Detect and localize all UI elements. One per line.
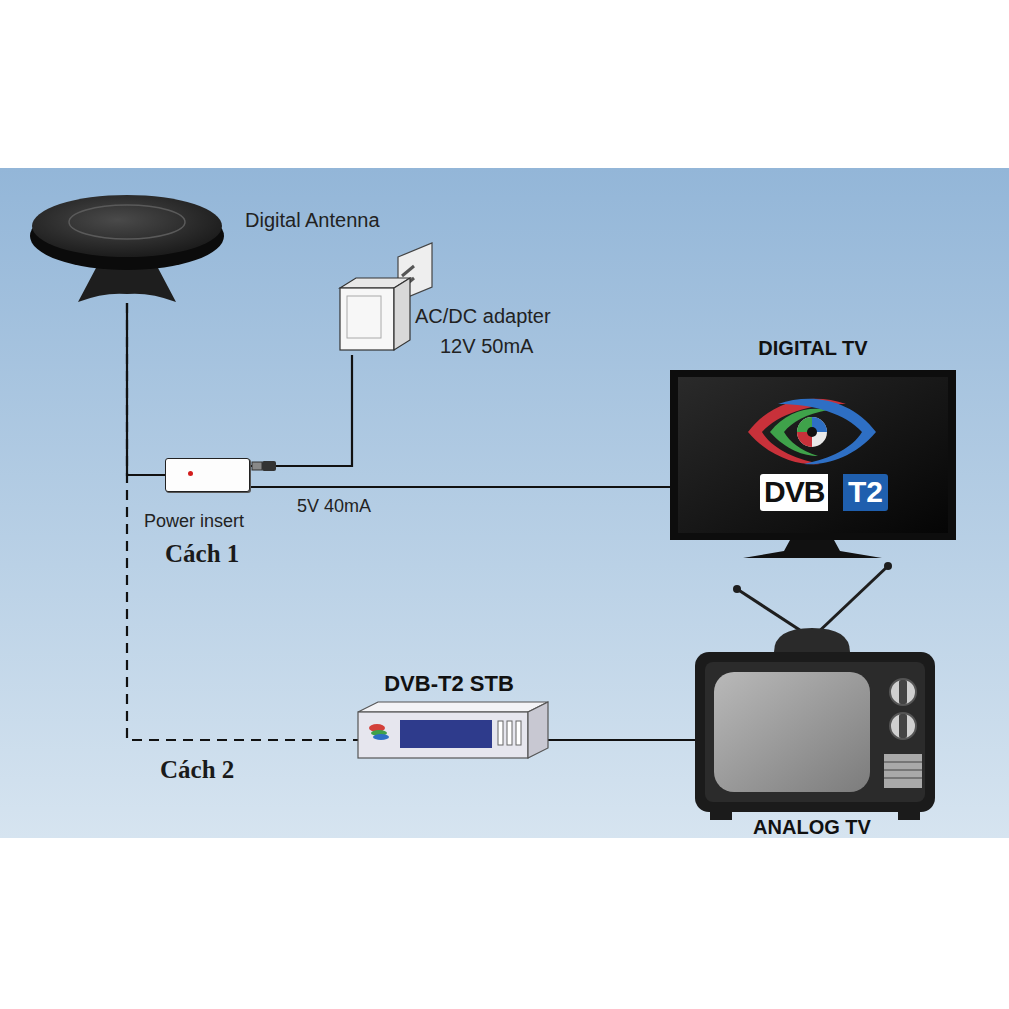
logo-text: T2 <box>843 474 888 511</box>
antenna-illustration <box>78 268 176 302</box>
eye-logo <box>778 399 876 432</box>
dc-jack <box>252 462 262 470</box>
analog-tv-illustration <box>899 680 907 704</box>
adapter-node: AC/DC adapter12V 50mA <box>335 245 415 355</box>
analog-tv-illustration <box>884 562 892 570</box>
dc-jack <box>252 461 276 471</box>
analog-tv-illustration <box>812 566 888 638</box>
analog-tv-illustration <box>890 713 916 739</box>
digital-tv-illustration <box>670 370 956 540</box>
digital-tv-illustration <box>670 370 956 558</box>
set-top-box-illustration <box>507 721 512 745</box>
set-top-box-illustration <box>400 720 492 748</box>
analog-tv-illustration <box>695 652 935 812</box>
analog-tv-node: ANALOG TV <box>695 652 935 812</box>
adapter-illustration <box>402 266 414 276</box>
eye-logo <box>807 427 817 437</box>
power-rating: 12V 50mA <box>440 335 533 358</box>
cable-line <box>250 486 670 488</box>
method-label: Cách 1 <box>165 540 239 569</box>
cable-line <box>127 303 165 475</box>
eye-logo <box>797 417 827 447</box>
device-heading: DVB-T2 STB <box>384 671 514 696</box>
analog-tv-illustration <box>899 714 907 738</box>
method-label: Cách 2 <box>160 756 234 785</box>
analog-tv-illustration <box>705 662 925 802</box>
set-top-box-illustration <box>358 702 548 712</box>
digital-tv-illustration <box>678 377 948 533</box>
digital-tv-node: DIGITAL TV <box>670 370 956 540</box>
eye-logo <box>748 399 876 465</box>
set-top-box-illustration <box>358 702 548 758</box>
analog-tv-illustration <box>884 761 922 763</box>
set-top-box-illustration <box>498 721 503 745</box>
device-label: Digital Antenna <box>245 209 380 232</box>
analog-tv-illustration <box>695 562 935 820</box>
adapter-illustration <box>340 288 394 350</box>
analog-tv-illustration <box>884 754 922 788</box>
set-top-box-node: DVB-T2 STB <box>358 702 548 758</box>
set-top-box-illustration <box>358 712 528 758</box>
device-heading: DIGITAL TV <box>758 337 867 360</box>
cable-line <box>127 303 358 740</box>
digital-tv-illustration <box>743 540 882 558</box>
set-top-box-illustration <box>373 734 389 740</box>
eye-logo <box>770 409 828 432</box>
cable-line <box>250 355 352 466</box>
voltage-label: 5V 40mA <box>297 496 371 517</box>
power-insert-box: Power insert <box>165 458 250 492</box>
antenna-node: Digital Antenna <box>30 195 225 303</box>
antenna-illustration <box>30 195 224 302</box>
antenna-illustration <box>69 205 185 239</box>
adapter-illustration <box>347 296 381 338</box>
analog-tv-illustration <box>890 679 916 705</box>
analog-tv-illustration <box>884 769 922 771</box>
cable-line <box>548 739 695 741</box>
adapter-illustration <box>394 278 410 350</box>
set-top-box-illustration <box>528 702 548 758</box>
antenna-illustration <box>32 195 222 257</box>
device-label: AC/DC adapter <box>415 305 551 328</box>
analog-tv-illustration <box>714 672 870 792</box>
device-label: Power insert <box>144 511 244 532</box>
analog-tv-illustration <box>733 585 741 593</box>
adapter-illustration <box>340 243 432 350</box>
indicator-led <box>188 471 193 476</box>
analog-tv-illustration <box>884 777 922 779</box>
set-top-box-illustration <box>516 721 521 745</box>
dc-jack <box>262 461 276 471</box>
device-heading: ANALOG TV <box>753 816 871 839</box>
eye-logo <box>748 432 820 464</box>
analog-tv-illustration <box>774 628 850 652</box>
logo-text: DVB <box>760 474 828 511</box>
